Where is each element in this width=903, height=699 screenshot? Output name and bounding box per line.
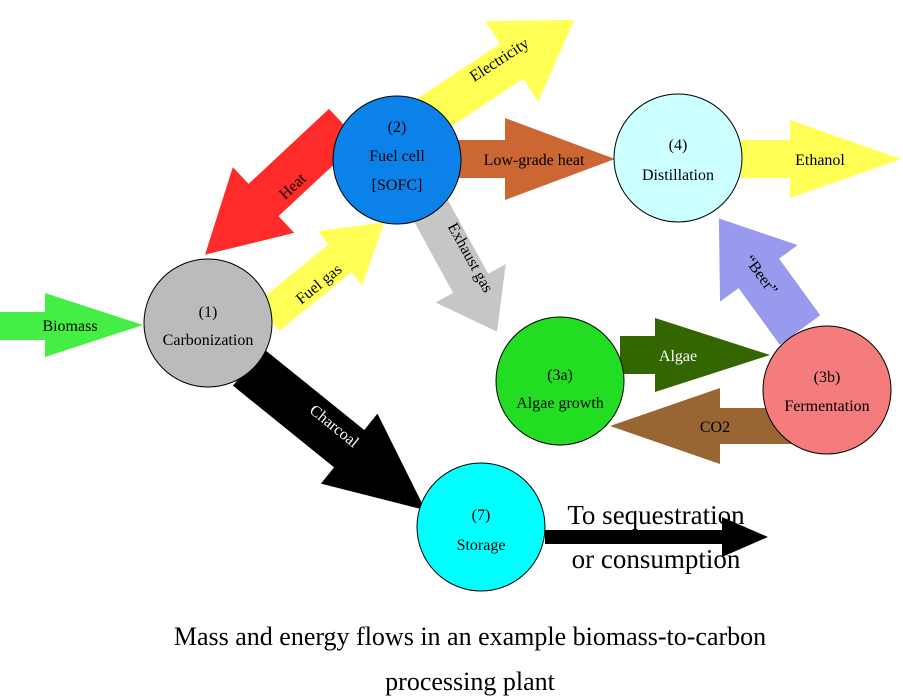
exhaust-gas-arrow [407,190,506,332]
node-carbonization-label: Carbonization [163,332,254,349]
node-algae-growth-number: (3a) [547,367,573,384]
sequestration-label-line2: or consumption [572,544,741,574]
ethanol-arrow [741,120,901,198]
beer-arrow [718,218,821,345]
node-fermentation-number: (3b) [814,369,841,386]
sequestration-label-line1: To sequestration [567,500,745,530]
node-fuel-cell: (2) Fuel cell [SOFC] [332,95,462,225]
node-distillation-number: (4) [669,137,688,154]
low-grade-heat-arrow [456,118,615,200]
node-algae-growth: (3a) Algae growth [495,316,625,446]
caption-line2: processing plant [385,667,555,696]
sequestration-arrow [545,517,768,557]
node-distillation-label: Distillation [642,167,714,184]
node-fermentation: (3b) Fermentation [762,325,892,455]
node-storage-label: Storage [457,537,506,554]
node-algae-growth-label: Algae growth [516,395,604,412]
heat-arrow [205,108,360,255]
co2-arrow [610,388,800,464]
low-grade-heat-label: Low-grade heat [484,152,585,169]
fuel-gas-arrow [256,222,385,331]
co2-label: CO2 [700,419,730,436]
node-storage-number: (7) [472,507,491,524]
node-distillation: (4) Distillation [613,93,743,223]
node-fuel-cell-label: Fuel cell [369,148,425,165]
biomass-label: Biomass [42,318,97,335]
charcoal-arrow [232,348,426,511]
algae-arrow [620,318,770,392]
node-fuel-cell-label2: [SOFC] [372,177,423,194]
node-storage: (7) Storage [416,462,546,592]
node-fuel-cell-number: (2) [388,119,407,136]
node-fermentation-label: Fermentation [784,398,869,415]
node-carbonization-number: (1) [199,304,218,321]
node-carbonization: (1) Carbonization [143,258,273,388]
caption-line1: Mass and energy flows in an example biom… [174,622,766,651]
ethanol-label: Ethanol [795,152,845,169]
biomass-arrow [0,293,143,357]
algae-label: Algae [659,348,697,365]
electricity-arrow [408,19,575,140]
